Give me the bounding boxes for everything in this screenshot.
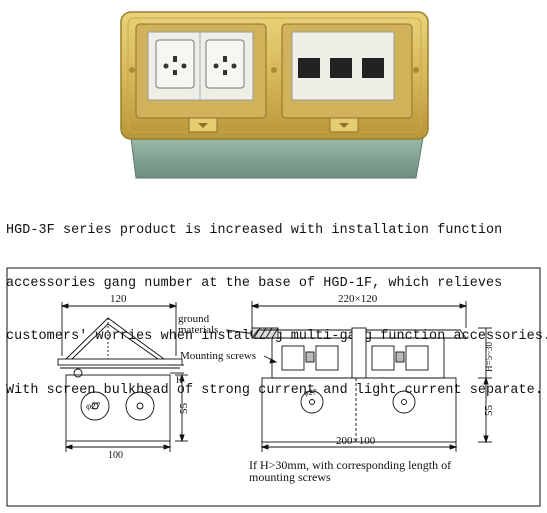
data-port-icon xyxy=(362,58,384,78)
technical-drawing: 120 H φ27 55 100 ground materials Mounti… xyxy=(6,267,541,507)
right-socket-dia-label: φ27 xyxy=(304,388,317,397)
right-height-small-label: H=5~30 xyxy=(484,342,494,372)
description-line: accessories gang number at the base of H… xyxy=(6,275,503,291)
materials-label: materials xyxy=(178,324,218,336)
note-line-1: If H>30mm, with corresponding length of xyxy=(249,458,451,472)
left-socket-dia-label: φ27 xyxy=(86,401,101,411)
data-port-icon xyxy=(298,58,320,78)
product-description: HGD-3F series product is increased with … xyxy=(6,186,547,417)
left-width-top-label: 120 xyxy=(110,293,127,305)
data-port-icon xyxy=(330,58,352,78)
left-width-bottom-label: 100 xyxy=(108,450,123,461)
power-socket-icon xyxy=(205,39,245,89)
left-height-small-label: H xyxy=(176,375,183,385)
left-height-main-label: 55 xyxy=(178,403,190,415)
power-socket-icon xyxy=(155,39,195,89)
right-height-main-label: 55 xyxy=(483,405,495,417)
right-width-top-label: 220×120 xyxy=(338,293,378,305)
power-socket-icon xyxy=(281,345,429,371)
note-line-2: mounting screws xyxy=(249,470,331,484)
ground-label: ground xyxy=(178,313,210,325)
description-line: HGD-3F series product is increased with … xyxy=(6,222,503,238)
mounting-screws-label: Mounting screws xyxy=(180,350,256,362)
right-width-bottom-label: 200×100 xyxy=(336,435,376,447)
description-line: With screen bulkhead of strong current a… xyxy=(6,382,543,398)
product-photo xyxy=(120,11,429,179)
